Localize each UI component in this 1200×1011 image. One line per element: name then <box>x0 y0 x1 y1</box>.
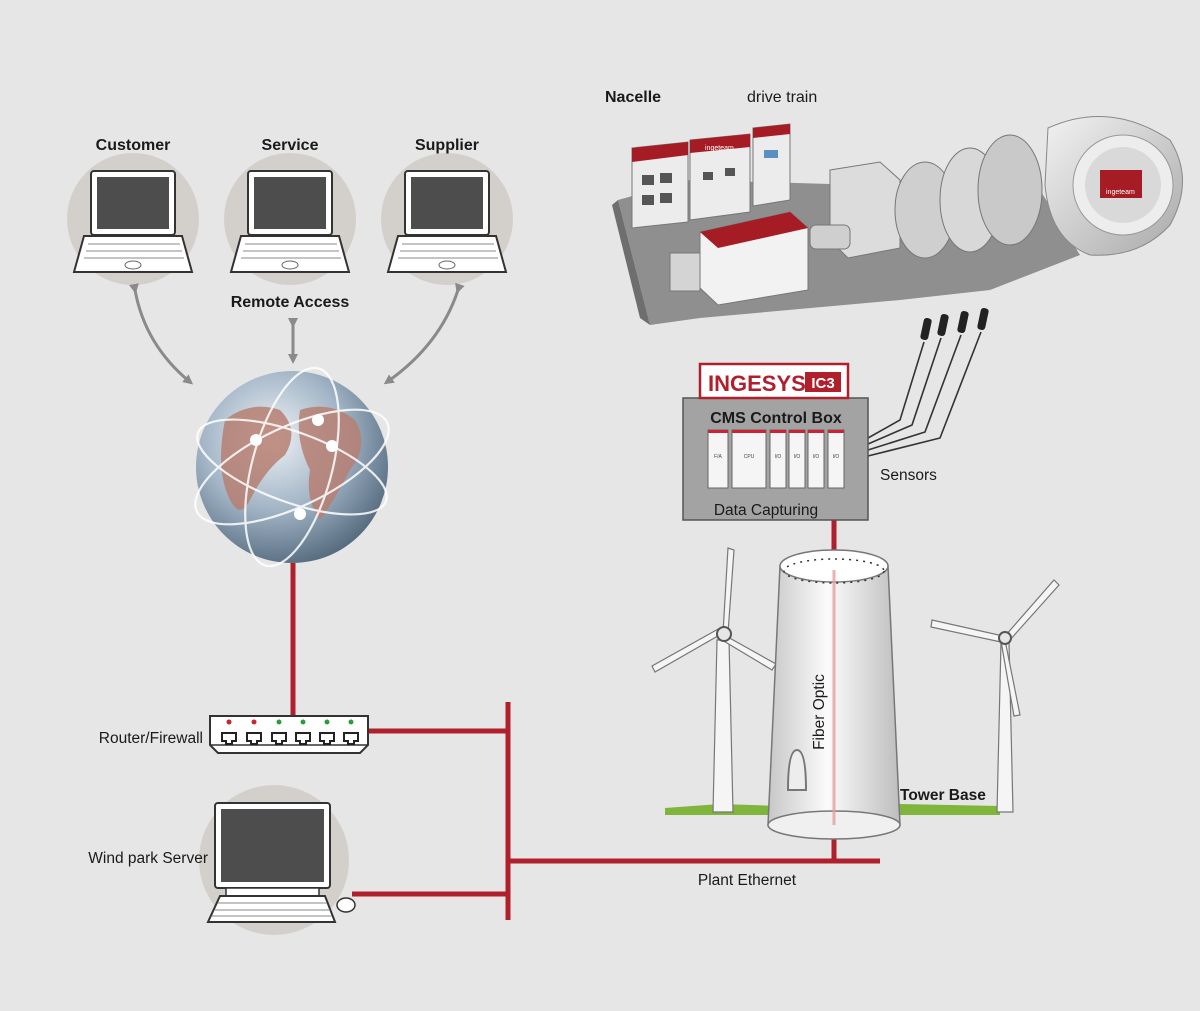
brand-name: INGESYS <box>708 371 806 396</box>
customer-label: Customer <box>96 137 171 154</box>
supplier-label: Supplier <box>415 137 479 154</box>
module-label-io-4: I/O <box>833 454 840 460</box>
brand-badge: IC3 <box>811 375 834 392</box>
plant-ethernet-label: Plant Ethernet <box>698 872 797 889</box>
converter-module <box>669 211 809 306</box>
customer-laptop[interactable] <box>67 153 199 285</box>
data-capturing-label: Data Capturing <box>714 502 818 519</box>
cms-control-box[interactable]: CMS Control Box F/A CPU I/O I/O I/O <box>682 397 869 521</box>
wind-farm-scene <box>651 547 1060 840</box>
service-label: Service <box>262 137 319 154</box>
module-label-fa: F/A <box>714 454 722 460</box>
router-firewall-label: Router/Firewall <box>99 730 203 747</box>
ingeteam-logo-cabinet: ingeteam <box>705 145 734 152</box>
ingesys-ic3-logo: INGESYS IC3 <box>698 362 850 400</box>
wind-park-server-label: Wind park Server <box>88 850 208 867</box>
module-label-cpu: CPU <box>744 454 755 460</box>
rotor-hub: ingeteam <box>1044 115 1183 256</box>
tower-base-label: Tower Base <box>900 787 986 804</box>
desktop-computer-icon[interactable] <box>199 785 356 935</box>
remote-access-label: Remote Access <box>231 294 350 311</box>
wind-turbine-icon <box>651 547 777 813</box>
laptop-icon <box>229 170 351 273</box>
ingeteam-logo-hub: ingeteam <box>1106 189 1135 196</box>
control-cabinet: ingeteam <box>631 123 791 229</box>
drive-train-assembly <box>809 134 1043 259</box>
router-icon[interactable] <box>209 715 369 754</box>
service-laptop[interactable] <box>224 153 356 285</box>
sensors-label: Sensors <box>880 467 937 484</box>
customer-arrow <box>129 283 194 385</box>
control-box-title: CMS Control Box <box>710 410 842 427</box>
io-modules: F/A CPU I/O I/O I/O I/O <box>707 429 845 489</box>
sensors: Sensors <box>867 307 989 484</box>
module-label-io-2: I/O <box>794 454 801 460</box>
sensor-probe-icon <box>920 307 989 341</box>
laptop-icon <box>72 170 194 273</box>
drive-train-label: drive train <box>747 89 817 106</box>
wind-turbine-icon <box>930 579 1060 813</box>
supplier-arrow <box>383 282 465 385</box>
nacelle-label: Nacelle <box>605 89 661 106</box>
module-label-io-3: I/O <box>813 454 820 460</box>
laptop-icon <box>386 170 508 273</box>
sensor-cables <box>867 331 982 457</box>
remote-access-arrows <box>129 282 465 385</box>
fiber-optic-label: Fiber Optic <box>811 674 828 750</box>
supplier-laptop[interactable] <box>381 153 513 285</box>
module-label-io-1: I/O <box>775 454 782 460</box>
remote-users: Customer Service <box>67 137 513 311</box>
globe-icon <box>194 366 390 568</box>
wind-turbine-nacelle-icon: ingeteam <box>612 115 1183 325</box>
